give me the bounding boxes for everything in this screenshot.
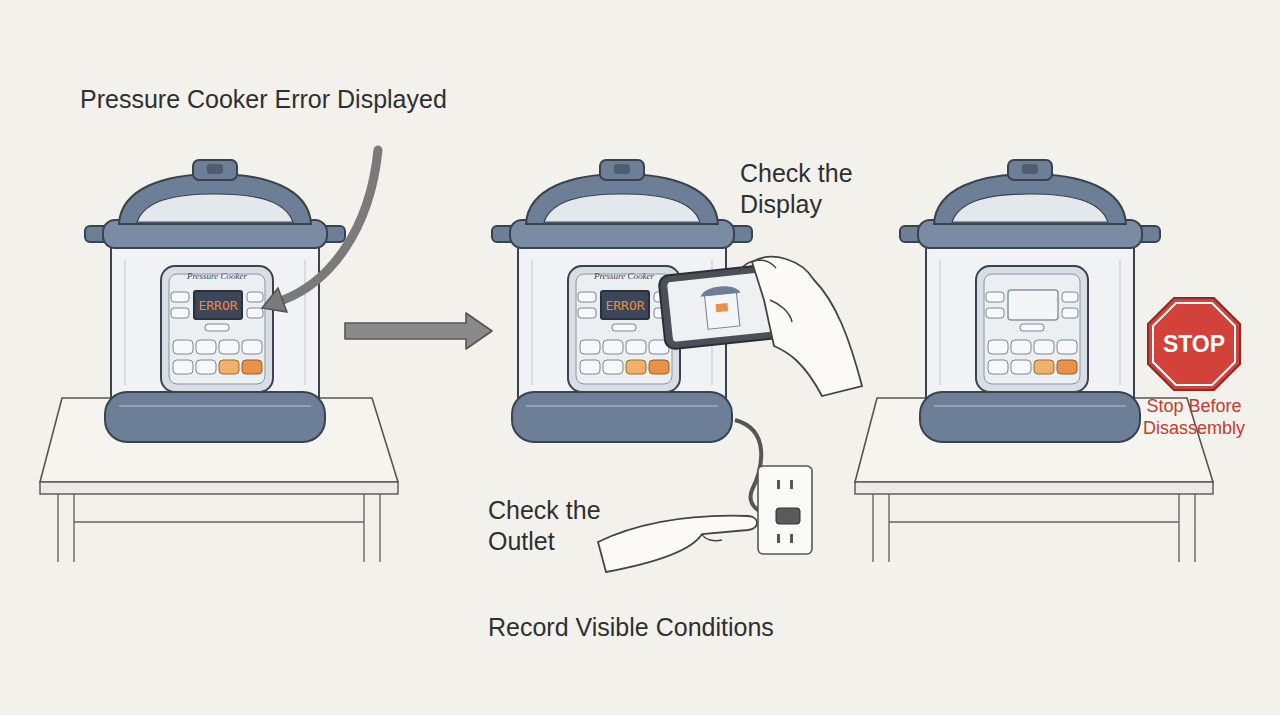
error-text: ERROR <box>198 299 237 312</box>
stop-sign: STOPStop Before Disassembly <box>1146 296 1242 392</box>
cooker-node: Pressure CookerERROR <box>85 160 345 445</box>
stop-caption: Stop Before Disassembly <box>1128 396 1260 439</box>
wall-outlet <box>758 466 812 554</box>
error-display: ERROR <box>193 290 243 320</box>
callout-arrowhead <box>262 288 287 312</box>
callout-arrow <box>283 150 378 300</box>
annotation-label: Record Visible Conditions <box>488 612 828 643</box>
outlet-slot <box>790 480 793 489</box>
outlet-slot <box>790 534 793 543</box>
mini-cooker <box>705 292 740 329</box>
pointing-hand <box>598 516 757 572</box>
mini-display <box>715 303 728 312</box>
error-display: ERROR <box>600 290 650 320</box>
outlet-slot <box>777 480 780 489</box>
finger-line <box>738 260 792 322</box>
stop-word: STOP <box>1146 296 1242 392</box>
pressure-cooker <box>85 160 345 442</box>
holding-hand <box>752 257 862 396</box>
mini-lid <box>700 284 741 296</box>
blank-display <box>1008 290 1058 320</box>
annotation-label: Pressure Cooker Error Displayed <box>80 84 500 115</box>
annotation-label: Check the Display <box>740 158 880 221</box>
error-text: ERROR <box>605 299 644 312</box>
brand-text: Pressure Cooker <box>161 271 273 282</box>
pressure-cooker <box>492 160 752 442</box>
cooker-node: Pressure CookerERROR <box>492 160 752 445</box>
flow-arrow <box>345 313 492 349</box>
annotation-label: Check the Outlet <box>488 495 618 558</box>
plug <box>776 508 800 524</box>
brand-text: Pressure Cooker <box>568 271 680 282</box>
pressure-cooker <box>900 160 1160 442</box>
finger-line <box>702 534 722 541</box>
outlet-slot <box>777 534 780 543</box>
